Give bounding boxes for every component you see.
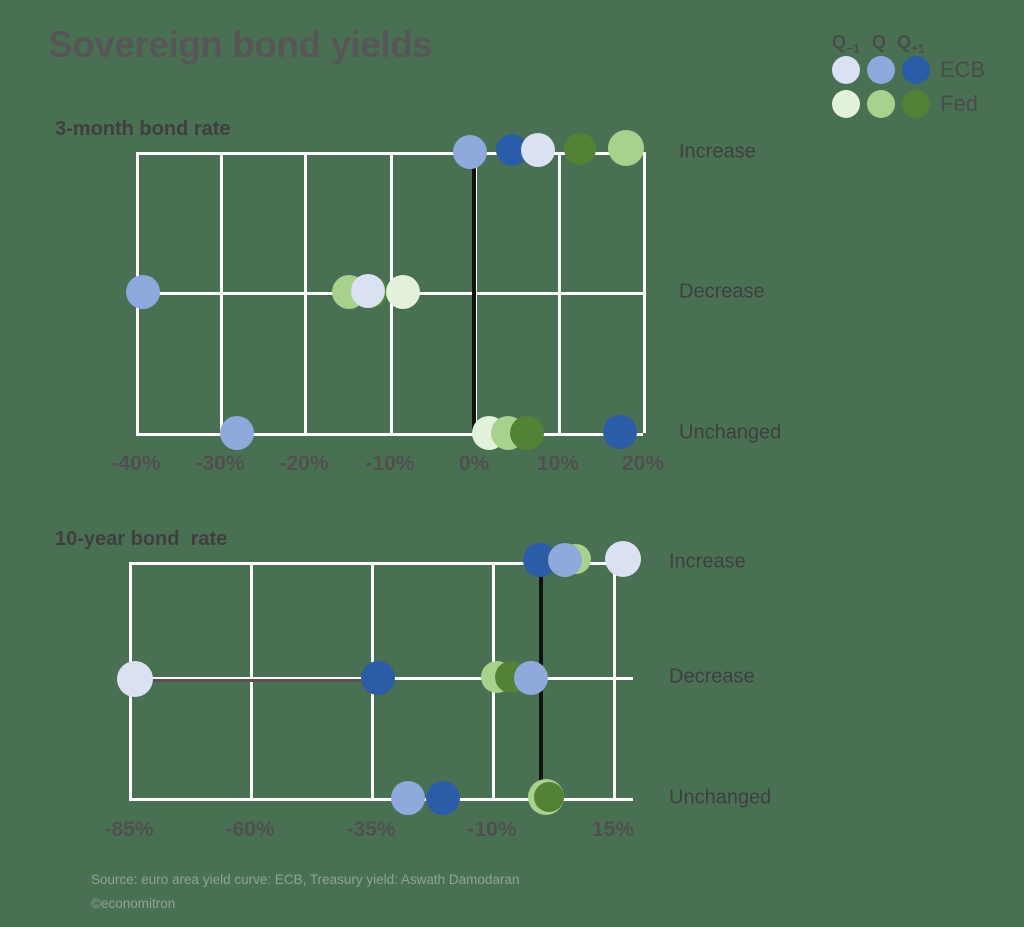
gridline-horizontal — [136, 152, 643, 155]
data-point-marker[interactable] — [548, 543, 582, 577]
legend-swatch-fed-q-minus-1 — [832, 90, 860, 118]
gridline-vertical — [558, 152, 561, 433]
credit-note: ©economitron — [91, 896, 176, 911]
x-axis-tick-label: -60% — [225, 818, 275, 841]
x-axis-tick-label: -35% — [346, 818, 396, 841]
gridline-vertical — [304, 152, 307, 433]
data-point-marker[interactable] — [426, 781, 460, 815]
legend-label-fed: Fed — [940, 91, 978, 116]
data-point-marker[interactable] — [510, 416, 544, 450]
data-point-marker[interactable] — [453, 135, 487, 169]
connector-line — [135, 679, 378, 682]
data-point-marker[interactable] — [514, 661, 548, 695]
legend-col-q-minus-1: Q−1 — [832, 32, 860, 56]
data-point-marker[interactable] — [391, 781, 425, 815]
data-point-marker[interactable] — [386, 275, 420, 309]
legend-swatch-fed-q — [867, 90, 895, 118]
data-point-marker[interactable] — [608, 130, 644, 166]
panel-title-10-year: 10-year bond rate — [55, 528, 228, 550]
axis-tick-mark — [472, 285, 476, 299]
x-axis-tick-label: -20% — [279, 452, 329, 475]
x-axis-tick-label: -85% — [104, 818, 154, 841]
data-point-marker[interactable] — [603, 415, 637, 449]
x-axis-tick-label: 0% — [458, 452, 490, 475]
legend-swatch-ecb-q-plus-1 — [902, 56, 930, 84]
data-point-marker[interactable] — [117, 661, 153, 697]
data-point-marker[interactable] — [521, 133, 555, 167]
gridline-vertical — [643, 152, 646, 433]
legend-col-q: Q — [872, 32, 887, 52]
gridline-horizontal — [129, 562, 633, 565]
data-point-marker[interactable] — [605, 541, 641, 577]
source-note: Source: euro area yield curve: ECB, Trea… — [91, 872, 520, 887]
legend: Q−1 Q Q+1 ECB Fed — [832, 32, 1012, 132]
y-axis-label: Increase — [669, 550, 746, 573]
y-axis-label: Increase — [679, 140, 756, 163]
data-point-marker[interactable] — [220, 416, 254, 450]
page-title: Sovereign bond yields — [48, 24, 433, 65]
data-point-marker[interactable] — [564, 133, 596, 165]
legend-swatch-ecb-q — [867, 56, 895, 84]
y-axis-label: Unchanged — [679, 421, 782, 444]
gridline-horizontal — [136, 433, 643, 436]
legend-col-q-plus-1: Q+1 — [897, 32, 925, 56]
x-axis-tick-label: 20% — [621, 452, 665, 475]
y-axis-label: Decrease — [679, 280, 765, 303]
legend-swatch-fed-q-plus-1 — [902, 90, 930, 118]
legend-label-ecb: ECB — [940, 57, 986, 82]
x-axis-tick-label: -10% — [467, 818, 517, 841]
panel-title-3-month: 3-month bond rate — [55, 118, 231, 140]
data-point-marker[interactable] — [126, 275, 160, 309]
data-point-marker[interactable] — [534, 782, 564, 812]
gridline-horizontal — [129, 798, 633, 801]
x-axis-tick-label: -40% — [111, 452, 161, 475]
gridline-vertical — [220, 152, 223, 433]
x-axis-tick-label: 10% — [536, 452, 580, 475]
x-axis-tick-label: -10% — [365, 452, 415, 475]
legend-swatch-ecb-q-minus-1 — [832, 56, 860, 84]
data-point-marker[interactable] — [361, 661, 395, 695]
x-axis-tick-label: 15% — [591, 818, 635, 841]
data-point-marker[interactable] — [351, 274, 385, 308]
legend-column-headers: Q−1 Q Q+1 — [832, 32, 952, 56]
gridline-vertical — [613, 562, 616, 798]
y-axis-label: Unchanged — [669, 786, 772, 809]
y-axis-label: Decrease — [669, 665, 755, 688]
x-axis-tick-label: -30% — [195, 452, 245, 475]
